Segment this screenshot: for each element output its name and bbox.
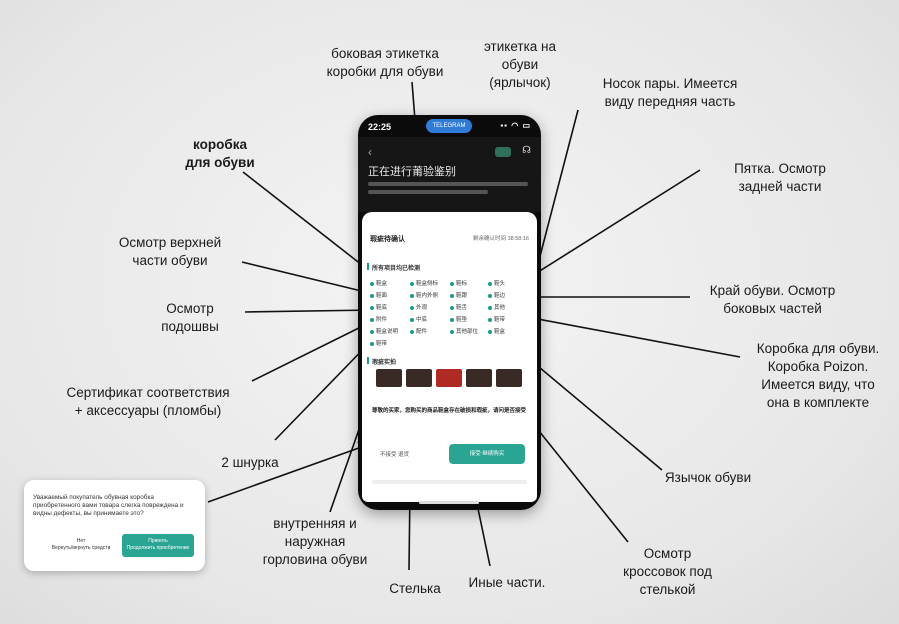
service-icon [495,147,511,157]
check-item: 鞋舌 [450,303,467,311]
check-item: 鞋底 [370,303,387,311]
defect-photo[interactable] [436,369,462,387]
check-item: 鞋内外侧 [410,291,438,299]
label-box-side: боковая этикетка коробки для обуви [326,46,444,79]
label-toe: Носок пары. Имеется виду передняя часть [602,76,738,109]
defect-photo[interactable] [466,369,492,387]
section-checked: 所有项目均已检测 [366,263,420,272]
label-other-parts: Иные части. [468,575,546,590]
label-upper: Осмотр верхней части обуви [118,235,222,268]
label-edge: Край обуви. Осмотр боковых частей [709,283,836,316]
status-time: 22:25 [368,122,392,132]
check-item: 鞋盒 [370,279,387,287]
dialog-text: Уважаемый покупатель обувная коробка при… [33,494,184,517]
check-item: 鞋头 [488,279,505,287]
dialog-yes-button[interactable]: Принять Продолжить приобретение [122,534,194,557]
check-item: 鞋垫 [450,315,467,323]
defect-confirm-card: 瑕疵待确认 剩余确认时间 38:58:16 所有项目均已检测 鞋盒 鞋盒侧标 鞋… [362,212,537,502]
check-item: 鞋盒侧标 [410,279,438,287]
label-heel: Пятка. Осмотр задней части [734,161,826,194]
signal-icon: ▪▪ ◠ ▭ [500,121,531,130]
check-item: 外观 [410,303,427,311]
check-item: 鞋盒 [488,327,505,335]
label-tongue: Язычок обуви [664,470,752,485]
arrow-sole [244,303,377,317]
label-shoebox: коробка для обуви [185,137,255,170]
defect-notice: 尊敬的买家，您购买的商品鞋盒存在破损和瑕疵，请问是否接受 [372,408,527,414]
check-item: 中底 [410,315,427,323]
check-item: 配件 [410,327,427,335]
accept-button[interactable]: 接受 继续购买 [449,444,525,464]
back-icon[interactable]: ‹ [368,145,372,159]
defect-photo[interactable] [376,369,402,387]
label-under-insole: Осмотр кроссовок под стелькой [623,546,712,597]
header-subtext [368,182,528,186]
check-item: 鞋面 [370,291,387,299]
check-item: 鞋边 [488,291,505,299]
check-item: 鞋跟 [450,291,467,299]
arrow-popup [207,441,372,503]
section-defect-photos: 瑕疵实拍 [366,357,396,366]
label-laces: 2 шнурка [221,455,279,470]
check-item: 附件 [370,315,387,323]
translated-dialog: Уважаемый покупатель обувная коробка при… [24,480,205,571]
arrow-certificate [251,319,377,382]
label-shoe-tag: этикетка на обуви (ярлычок) [483,39,557,90]
check-item: 其他 [488,303,505,311]
label-certificate: Сертификат соответствия + аксессуары (пл… [66,385,230,418]
defect-photo[interactable] [406,369,432,387]
reject-button[interactable]: 不接受 退货 [380,452,410,458]
check-item: 其他部位 [450,327,478,335]
check-item: 鞋盒说明 [370,327,398,335]
label-sole: Осмотр подошвы [161,301,219,334]
phone-screen: 22:25 TELEGRAM ▪▪ ◠ ▭ ‹ ☊ 正在进行莆验鉴别 瑕疵待确认… [358,115,541,510]
card-title: 瑕疵待确认 [370,236,405,243]
telegram-pill[interactable]: TELEGRAM [426,119,472,133]
home-indicator [419,501,479,504]
label-collar: внутренняя и наружная горловина обуви [262,516,368,567]
inspection-header: ‹ ☊ 正在进行莆验鉴别 [358,137,541,212]
label-poizon-box: Коробка для обуви. Коробка Poizon. Имеет… [756,341,880,410]
confirm-timer: 剩余确认时间 38:58:16 [473,236,529,242]
dialog-no-button[interactable]: Нет Вернуть/вернуть средств [51,538,111,551]
footer-text [372,480,527,484]
inspection-title: 正在进行莆验鉴别 [368,166,456,178]
defect-photo[interactable] [496,369,522,387]
check-item: 鞋带 [370,339,387,347]
label-insole: Стелька [389,581,441,596]
header-subtext [368,190,488,194]
check-item: 鞋标 [450,279,467,287]
defect-photos [376,369,526,389]
headset-icon[interactable]: ☊ [522,145,531,156]
check-item: 鞋带 [488,315,505,323]
status-bar: 22:25 TELEGRAM ▪▪ ◠ ▭ [358,115,541,137]
